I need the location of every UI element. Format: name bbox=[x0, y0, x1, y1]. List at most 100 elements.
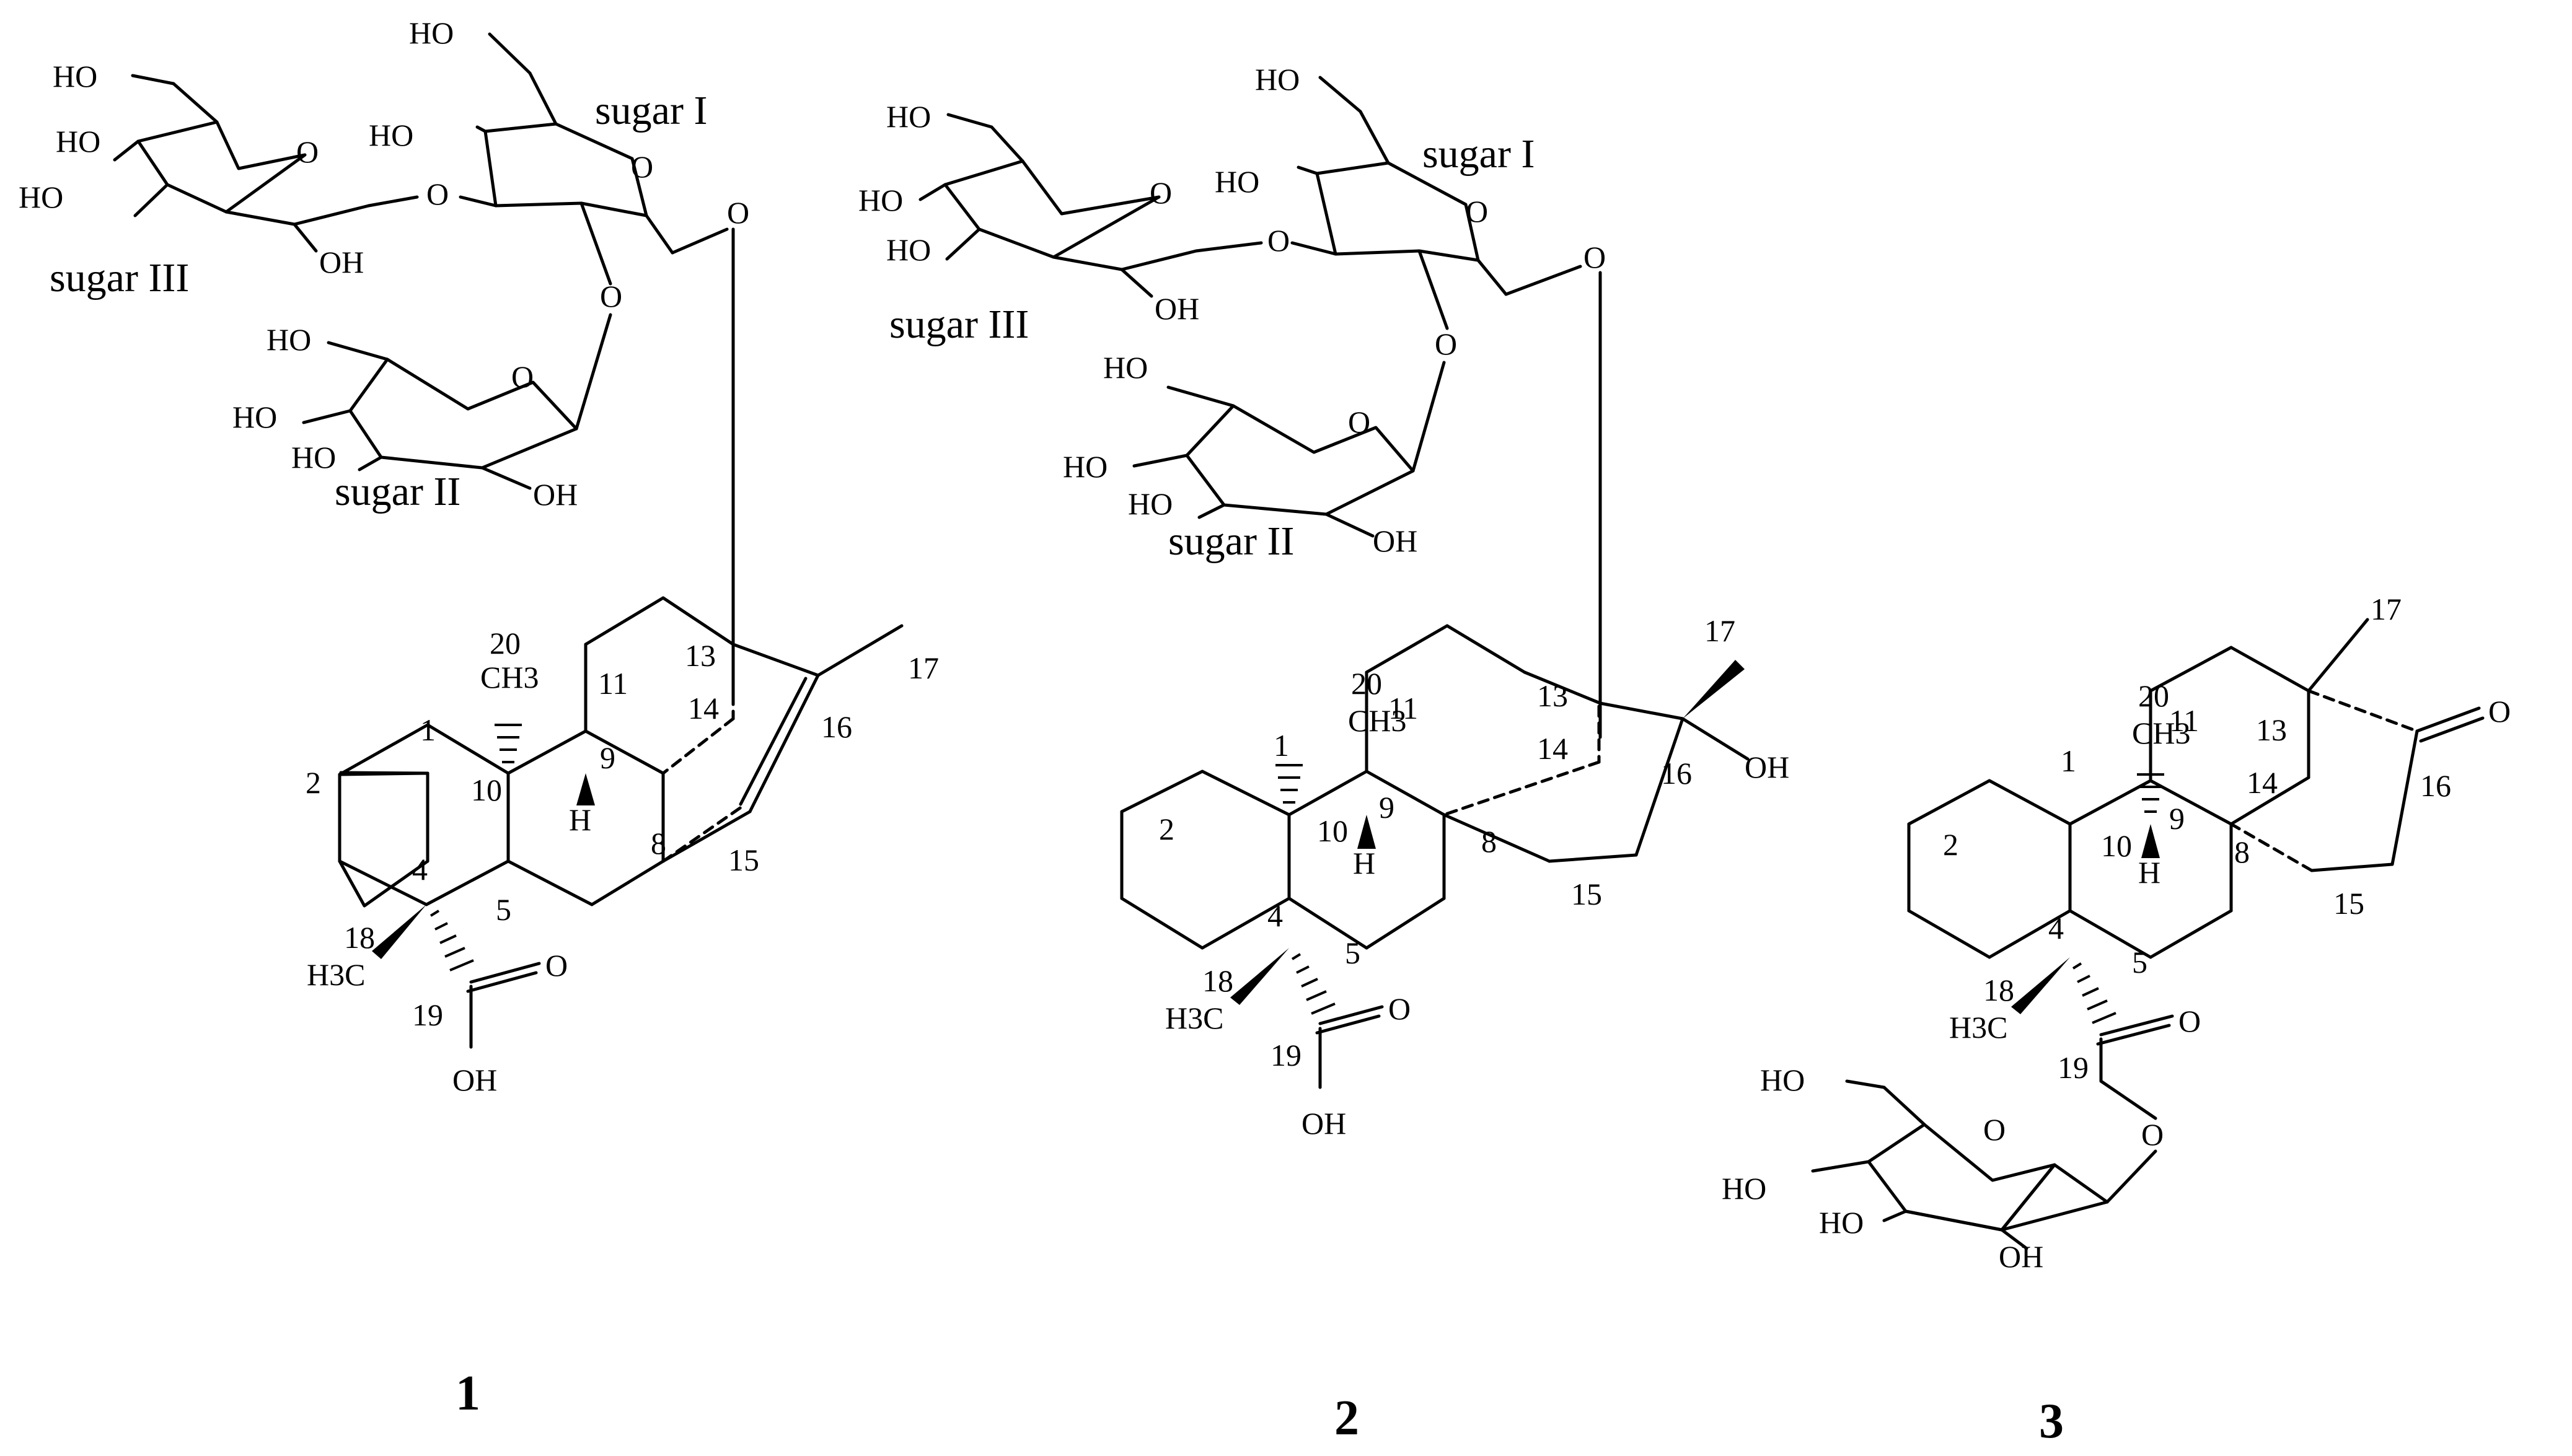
compound-2-ho-sugar2-c4: HO bbox=[1063, 449, 1108, 484]
compound-2-o-anomeric: O bbox=[1583, 240, 1606, 274]
compound-1-carbon-number: 1 bbox=[420, 713, 436, 747]
compound-1-carbon-number: 15 bbox=[728, 843, 759, 877]
compound-3-h-9: H bbox=[2138, 855, 2160, 890]
compound-3-carbon-number: 10 bbox=[2101, 828, 2132, 863]
compound-1-carbon-number: 4 bbox=[412, 852, 428, 887]
compound-2-bonds bbox=[918, 76, 1750, 1089]
compound-3-carbon-number: 5 bbox=[2132, 945, 2147, 980]
compound-1-carbon-numbers: 1 2 4 5 8 9 10 11 13 14 15 16 17 18 19 2… bbox=[306, 626, 939, 1032]
compound-3-wedge-c4-ch3 bbox=[2011, 957, 2070, 1014]
compound-1-ho-sugar2-c3: HO bbox=[291, 440, 336, 475]
compound-3-id: 3 bbox=[2039, 1394, 2064, 1449]
compound-2-carbon-number: 2 bbox=[1159, 812, 1174, 846]
compound-2-carbon-numbers: 1 2 4 5 8 9 10 11 13 14 15 16 17 18 19 2… bbox=[1159, 613, 1735, 1072]
compound-2-carbon-number: 15 bbox=[1571, 877, 1602, 911]
compound-2-carbon-number: 20 bbox=[1351, 666, 1382, 701]
compound-2-o-carbonyl: O bbox=[1388, 991, 1411, 1026]
compound-2-carbon-number: 9 bbox=[1379, 790, 1394, 825]
compound-2-carbon-number: 11 bbox=[1388, 691, 1418, 726]
compound-3-carbon-number: 2 bbox=[1943, 827, 1958, 862]
compound-2-ho-sugar2-c3: HO bbox=[1128, 486, 1173, 521]
compound-1-stereo bbox=[372, 724, 595, 971]
compound-1-carbon-number: 18 bbox=[344, 920, 375, 955]
compound-3-carbon-number: 11 bbox=[2169, 703, 2199, 738]
compound-1-oh-acid: OH bbox=[452, 1063, 497, 1097]
compound-3-ch3-20: CH3 bbox=[2132, 716, 2190, 750]
compound-3-o-ester: O bbox=[2141, 1117, 2164, 1152]
compound-2-sugar-label-3: sugar III bbox=[889, 302, 1029, 347]
compound-2-hash-c4-cooh bbox=[1291, 953, 1336, 1015]
compound-2-ho-sugar2-c6: HO bbox=[1103, 350, 1148, 385]
compound-2-stereo bbox=[1230, 660, 1745, 1015]
compound-1-carbon-number: 5 bbox=[496, 892, 511, 927]
compound-2-ch3-20: CH3 bbox=[1348, 703, 1406, 738]
compound-3-wedge-c9-h bbox=[2141, 824, 2160, 858]
compound-3-carbon-number: 9 bbox=[2169, 801, 2185, 836]
compound-2-carbon-number: 1 bbox=[1274, 728, 1289, 763]
compound-2-carbon-number: 17 bbox=[1704, 613, 1735, 648]
compound-1-ho-sugar3-c4: HO bbox=[56, 124, 100, 159]
compound-1-id: 1 bbox=[456, 1366, 480, 1421]
compound-1-carbon-number: 16 bbox=[821, 709, 852, 744]
compound-1-ho-sugar2-c4: HO bbox=[232, 400, 277, 434]
compound-1-sugar-label-2: sugar II bbox=[335, 469, 460, 514]
compound-1-hash-c10-ch3 bbox=[495, 724, 522, 763]
compound-1-carbon-number: 19 bbox=[412, 998, 443, 1032]
compound-1-ch3-20: CH3 bbox=[480, 660, 539, 695]
compound-1-o-anomeric: O bbox=[727, 195, 749, 230]
compound-2-carbon-number: 5 bbox=[1345, 936, 1360, 970]
compound-3-ho-glucose-c4: HO bbox=[1722, 1171, 1766, 1206]
compound-3-hash-c4-cooh bbox=[2072, 962, 2116, 1024]
compound-1-oh-sugar2-c2: OH bbox=[533, 477, 578, 512]
compound-2-carbon-number: 10 bbox=[1317, 814, 1348, 848]
compound-3-bonds bbox=[1811, 618, 2485, 1250]
compound-1-o-sugar1-ring: O bbox=[631, 149, 653, 184]
compound-3-carbon-number: 15 bbox=[2333, 886, 2364, 921]
compound-2-o-sugar1-ring: O bbox=[1466, 194, 1488, 229]
compound-3-o-ketone: O bbox=[2488, 694, 2511, 729]
compound-2-carbon-number: 8 bbox=[1481, 824, 1497, 859]
compound-2-ho-sugar1-c6: HO bbox=[1255, 62, 1300, 97]
compound-1-wedge-c9-h bbox=[576, 773, 595, 805]
compound-1-hash-c4-cooh bbox=[429, 910, 474, 971]
compound-2-ho-sugar3-c6: HO bbox=[886, 99, 931, 134]
compound-3-carbon-number: 16 bbox=[2420, 768, 2451, 803]
compound-3-carbon-number: 8 bbox=[2234, 835, 2250, 869]
compound-2-ho-sugar3-c3: HO bbox=[886, 232, 931, 267]
compound-1-ho-sugar3-c6: HO bbox=[53, 59, 97, 94]
compound-3-o-carbonyl: O bbox=[2178, 1004, 2201, 1038]
compound-2-oh-sugar3-c2: OH bbox=[1155, 291, 1199, 326]
compound-2-wedge-c9-h bbox=[1357, 815, 1376, 849]
compound-2-o-glycosidic-3-1: O bbox=[1267, 223, 1290, 258]
compound-2-carbon-number: 19 bbox=[1271, 1038, 1301, 1072]
compound-2-sugar-labels: sugar I sugar II sugar III bbox=[889, 131, 1535, 564]
compound-1-carbon-number: 2 bbox=[306, 765, 321, 800]
compound-3-hash-c10-ch3 bbox=[2137, 773, 2164, 813]
compound-2-carbon-number: 14 bbox=[1537, 731, 1568, 766]
compound-2-o-sugar2-ring: O bbox=[1348, 405, 1370, 439]
compound-1-atom-labels: HO HO HO OH O O HO HO O O O HO O HO HO O… bbox=[19, 15, 749, 1097]
compound-3-carbon-number: 14 bbox=[2247, 765, 2278, 800]
compound-1-carbon-number: 20 bbox=[490, 626, 521, 660]
compound-1-o-sugar3-ring: O bbox=[296, 134, 319, 169]
compound-2-o-glycosidic-2-1: O bbox=[1435, 327, 1457, 361]
compound-2-carbon-number: 16 bbox=[1661, 756, 1692, 791]
compound-3-carbon-number: 17 bbox=[2371, 592, 2402, 626]
compound-2-h-9: H bbox=[1353, 846, 1375, 880]
compound-1-sugar-label-1: sugar I bbox=[595, 88, 707, 133]
compound-1-o-carbonyl: O bbox=[545, 948, 568, 983]
compound-1-sugar-labels: sugar I sugar II sugar III bbox=[50, 88, 707, 514]
compound-2-ho-sugar1-c4: HO bbox=[1215, 164, 1259, 199]
compound-2-h3c-18: H3C bbox=[1165, 1001, 1223, 1035]
compound-1-carbon-number: 13 bbox=[685, 638, 716, 673]
compound-2-oh-sugar2-c2: OH bbox=[1373, 524, 1417, 558]
compound-2-carbon-number: 18 bbox=[1202, 963, 1233, 998]
compound-3-atom-labels: CH3 H H3C O O O HO O HO HO OH bbox=[1722, 694, 2511, 1274]
compound-1-ho-sugar1-c6: HO bbox=[409, 15, 454, 50]
compound-2-id: 2 bbox=[1334, 1391, 1359, 1445]
compound-2-oh-16: OH bbox=[1745, 750, 1789, 784]
compound-1: HO HO HO OH O O HO HO O O O HO O HO HO O… bbox=[19, 15, 939, 1421]
compound-3-carbon-number: 13 bbox=[2256, 713, 2287, 747]
compound-3-carbon-number: 1 bbox=[2061, 743, 2076, 778]
